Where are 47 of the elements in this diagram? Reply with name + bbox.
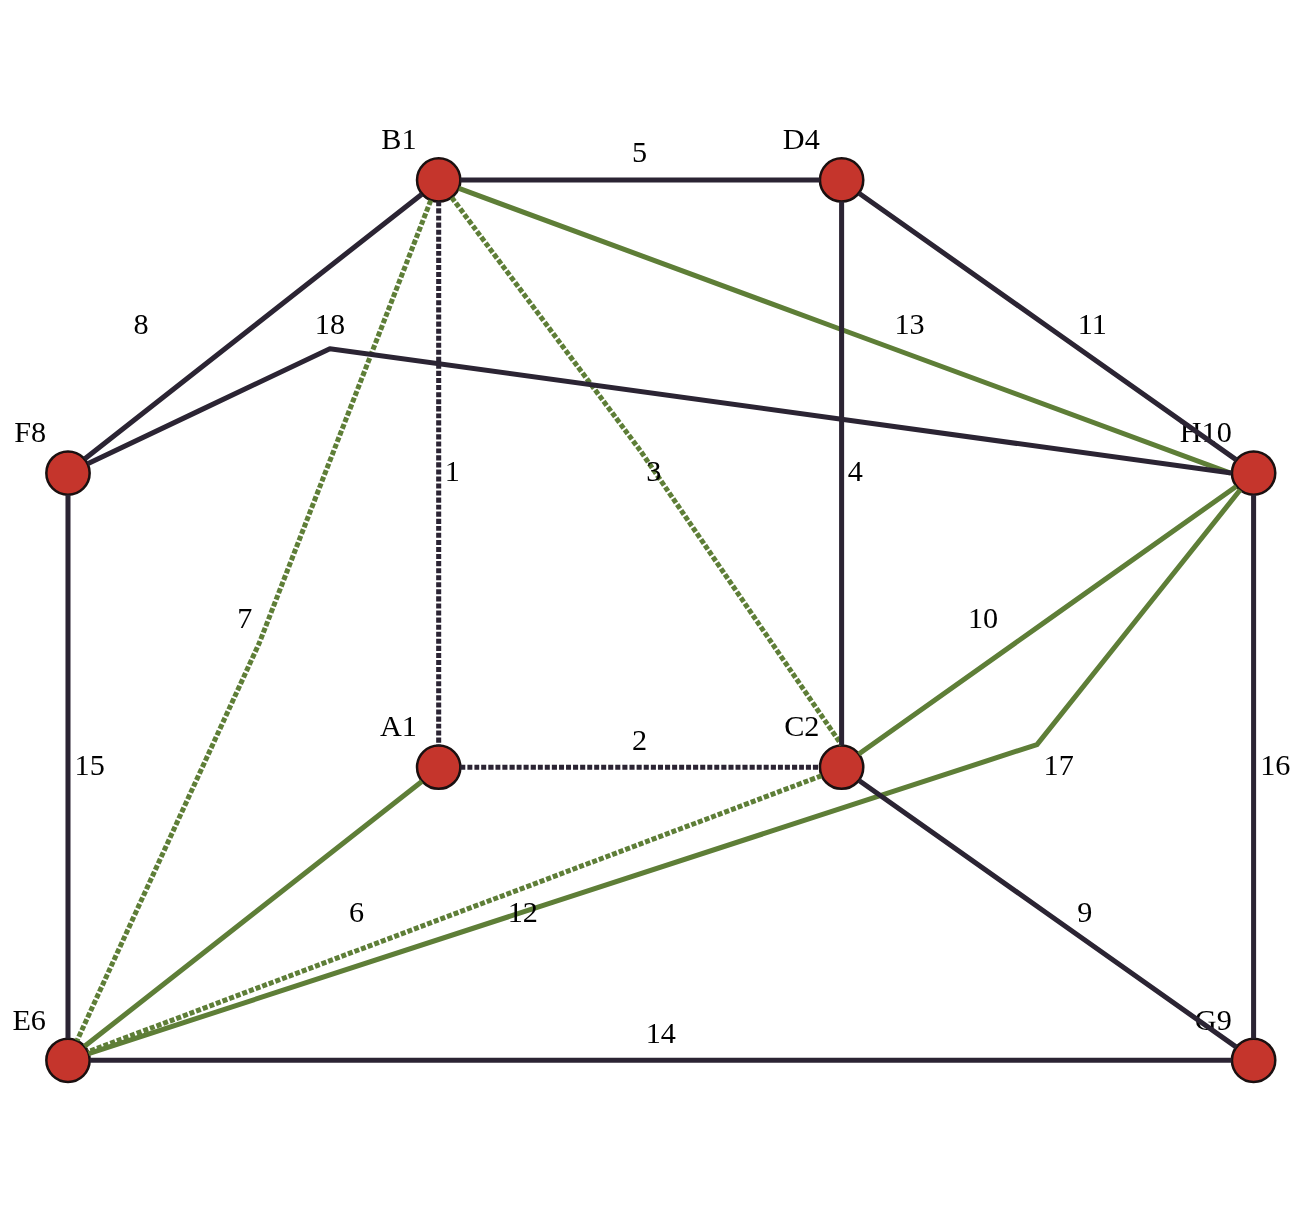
edge-label: 9 bbox=[1077, 894, 1093, 929]
connector bbox=[449, 195, 844, 746]
connector bbox=[1251, 494, 1257, 1039]
edge-label: 4 bbox=[847, 453, 863, 488]
node-label: F8 bbox=[14, 414, 47, 449]
connector bbox=[460, 176, 820, 182]
edge-label: 17 bbox=[1043, 747, 1074, 782]
node-circle bbox=[45, 449, 91, 496]
node-label: A1 bbox=[379, 708, 417, 743]
connector bbox=[74, 199, 434, 1041]
edge-label: 7 bbox=[237, 600, 253, 635]
node-circle bbox=[415, 156, 462, 203]
node-circle bbox=[818, 156, 865, 203]
edge-label: 14 bbox=[645, 1015, 676, 1050]
connector bbox=[857, 777, 1238, 1049]
connector bbox=[460, 764, 820, 770]
node-circle bbox=[1230, 449, 1277, 496]
node-circle bbox=[415, 743, 462, 790]
node-label: C2 bbox=[784, 708, 820, 743]
connector bbox=[83, 778, 424, 1048]
node-label: B1 bbox=[381, 121, 417, 156]
edge-label: 2 bbox=[632, 722, 648, 757]
connector bbox=[857, 483, 1238, 756]
edge-label: 6 bbox=[349, 894, 365, 929]
connector bbox=[857, 190, 1238, 462]
node-circle bbox=[1230, 1036, 1277, 1083]
edge-label: 1 bbox=[444, 453, 460, 488]
connector bbox=[86, 345, 1232, 476]
connector bbox=[89, 1057, 1232, 1063]
edge-label: 8 bbox=[133, 306, 149, 341]
edge-label: 10 bbox=[968, 600, 999, 635]
node-label: E6 bbox=[12, 1002, 46, 1037]
edge-label: 16 bbox=[1260, 747, 1291, 782]
connector bbox=[436, 201, 442, 745]
connector bbox=[839, 201, 845, 745]
node-circle bbox=[818, 743, 865, 790]
connector bbox=[83, 191, 424, 461]
edge-label: 18 bbox=[314, 306, 345, 341]
connector bbox=[87, 487, 1242, 1056]
node-circle bbox=[45, 1036, 91, 1083]
connector bbox=[87, 772, 823, 1054]
edge-label: 5 bbox=[632, 134, 648, 169]
node-label: D4 bbox=[782, 121, 820, 156]
edge-label: 15 bbox=[74, 747, 105, 782]
connector bbox=[65, 494, 71, 1039]
edge-label: 13 bbox=[894, 306, 925, 341]
edge-label: 11 bbox=[1077, 306, 1107, 341]
